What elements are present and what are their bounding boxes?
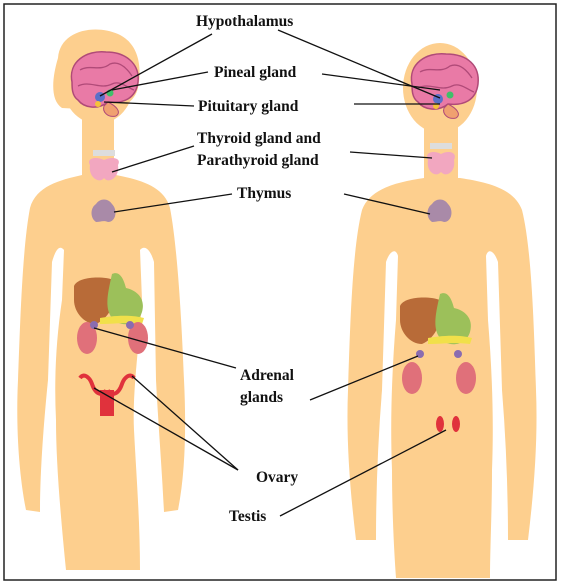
label-testis: Testis <box>229 508 266 525</box>
label-hypothalamus: Hypothalamus <box>196 13 293 30</box>
label-adrenal-line2: glands <box>240 389 283 406</box>
label-thyroid-line1: Thyroid gland and <box>197 130 321 147</box>
labels: Hypothalamus Pineal gland Pituitary glan… <box>196 13 321 525</box>
male-thymus <box>427 199 452 222</box>
female-abdominal-organs <box>74 273 148 354</box>
label-ovary: Ovary <box>256 469 298 486</box>
label-thyroid-line2: Parathyroid gland <box>197 152 319 169</box>
female-thymus <box>91 199 116 222</box>
male-abdominal-organs <box>400 293 476 394</box>
female-thyroid <box>89 150 119 181</box>
female-brain <box>70 51 139 117</box>
male-testes <box>436 416 460 432</box>
leader-lines <box>93 29 447 517</box>
label-pituitary-gland: Pituitary gland <box>198 98 299 115</box>
label-adrenal-line1: Adrenal <box>240 367 295 384</box>
label-thymus: Thymus <box>237 185 291 202</box>
male-thyroid <box>427 143 455 175</box>
label-pineal-gland: Pineal gland <box>214 64 297 81</box>
male-brain <box>410 53 479 119</box>
